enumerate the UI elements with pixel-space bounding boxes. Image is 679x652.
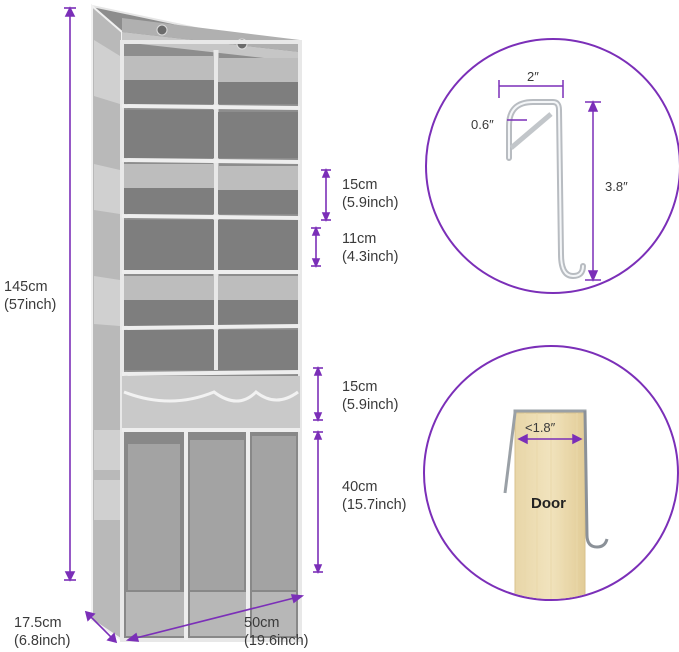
dimension-lines — [64, 6, 331, 644]
hook-width-label: 2″ — [527, 69, 539, 84]
depth-label: 17.5cm (6.8inch) — [14, 615, 71, 649]
shelf-short-label: 11cm (4.3inch) — [342, 231, 399, 265]
door-detail-circle: <1.8″ Door — [423, 345, 679, 601]
pocket-row-label: 15cm (5.9inch) — [342, 379, 399, 413]
hook-detail-circle: 2″ 0.6″ 3.8″ — [425, 38, 679, 294]
width-label: 50cm (19.6inch) — [244, 615, 309, 649]
hook-gap-label: 0.6″ — [471, 117, 494, 132]
door-label: Door — [531, 495, 566, 512]
shelf-tall-label: 15cm (5.9inch) — [342, 177, 399, 211]
door-icon — [503, 409, 609, 599]
hanging-organizer — [91, 3, 302, 642]
door-thickness-label: <1.8″ — [525, 420, 556, 435]
hook-icon — [498, 80, 601, 282]
bottom-section-label: 40cm (15.7inch) — [342, 479, 407, 513]
hook-height-label: 3.8″ — [605, 179, 628, 194]
total-height-label: 145cm (57inch) — [4, 279, 57, 313]
